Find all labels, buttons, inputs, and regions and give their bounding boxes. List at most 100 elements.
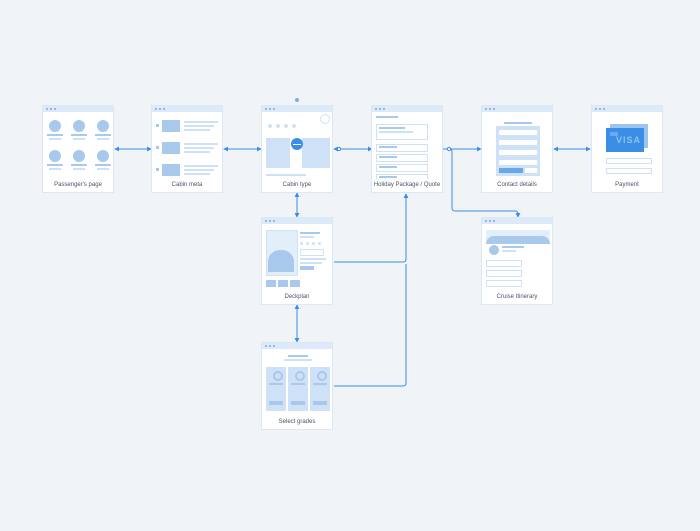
wireframe-shape xyxy=(317,371,327,381)
wireframe-shape xyxy=(266,138,290,168)
wireframe-shape xyxy=(486,270,522,277)
junction-dot xyxy=(336,146,342,152)
node-label: Holiday Package / Quote xyxy=(373,182,441,188)
window-bar xyxy=(43,106,113,112)
wireframe-shape xyxy=(300,232,320,234)
wireframe-shape xyxy=(73,120,85,132)
window-bar xyxy=(482,106,552,112)
node-payment[interactable]: VISA Payment xyxy=(591,105,663,193)
wireframe-shape xyxy=(499,130,537,135)
wireframe-shape xyxy=(268,250,294,272)
node-holiday-package[interactable]: Holiday Package / Quote xyxy=(371,105,443,193)
cabin-type-thumbnail xyxy=(262,112,332,179)
wireframe-shape xyxy=(269,383,283,385)
itinerary-thumbnail xyxy=(482,224,552,291)
connector-grades-holiday xyxy=(334,264,407,387)
wireframe-shape xyxy=(610,132,618,136)
wireframe-shape xyxy=(295,371,305,381)
window-bar xyxy=(262,343,332,349)
node-label: Passenger's page xyxy=(54,182,102,188)
wireframe-shape xyxy=(313,389,327,391)
wireframe-shape xyxy=(300,262,322,264)
wireframe-shape xyxy=(97,150,109,162)
node-label: Cruise Itinerary xyxy=(496,294,538,300)
wireframe-shape xyxy=(300,242,303,245)
wireframe-shape xyxy=(184,129,210,131)
wireframe-shape xyxy=(73,168,85,170)
wireframe-shape xyxy=(156,124,159,127)
connector-deckplan-holiday xyxy=(334,193,409,263)
wireframe-shape xyxy=(290,280,300,287)
node-passengers[interactable]: Passenger's page xyxy=(42,105,114,193)
wireframe-shape xyxy=(156,168,159,171)
wireframe-shape xyxy=(300,236,314,238)
node-label: Select grades xyxy=(278,419,316,425)
node-label: Cabin type xyxy=(282,182,312,188)
wireframe-shape xyxy=(184,165,218,167)
wireframe-shape xyxy=(499,140,537,145)
window-bar xyxy=(262,218,332,224)
passengers-thumbnail xyxy=(43,112,113,179)
cabin-meta-thumbnail xyxy=(152,112,222,179)
wireframe-shape xyxy=(606,158,652,164)
wireframe-shape xyxy=(499,150,537,155)
wireframe-shape xyxy=(376,144,428,152)
wireframe-shape xyxy=(312,242,315,245)
contact-thumbnail xyxy=(482,112,552,179)
node-select-grades[interactable]: Select grades xyxy=(261,342,333,430)
wireframe-shape xyxy=(284,359,312,361)
wireframe-shape xyxy=(486,260,522,267)
wireframe-shape xyxy=(266,280,276,287)
wireframe-shape xyxy=(291,389,305,391)
wireframe-shape xyxy=(376,154,428,162)
node-label: Cabin meta xyxy=(171,182,203,188)
wireframe-shape xyxy=(269,389,283,391)
wireframe-shape xyxy=(49,120,61,132)
wireframe-shape xyxy=(502,250,516,252)
holiday-thumbnail xyxy=(372,112,442,179)
node-cabin-type[interactable]: Cabin type xyxy=(261,105,333,193)
wireframe-shape xyxy=(300,266,314,270)
wireframe-shape xyxy=(379,146,397,148)
wireframe-shape xyxy=(320,114,330,124)
wireframe-shape xyxy=(47,134,63,136)
wireframe-shape xyxy=(379,166,397,168)
wireframe-shape xyxy=(266,174,306,176)
wireframe-shape xyxy=(73,150,85,162)
wireframe-shape xyxy=(184,147,214,149)
wireframe-shape xyxy=(95,134,111,136)
wireframe-shape xyxy=(284,124,288,128)
wireframe-shape xyxy=(49,168,61,170)
node-contact-details[interactable]: Contact details xyxy=(481,105,553,193)
node-cabin-meta[interactable]: Cabin meta xyxy=(151,105,223,193)
wireframe-shape xyxy=(97,120,109,132)
wireframe-shape xyxy=(300,249,324,256)
wireframe-shape xyxy=(376,116,398,118)
wireframe-shape xyxy=(156,146,159,149)
window-bar xyxy=(152,106,222,112)
wireframe-shape xyxy=(313,401,327,405)
wireframe-shape xyxy=(291,401,305,405)
wireframe-shape xyxy=(162,120,180,132)
window-bar xyxy=(592,106,662,112)
wireframe-shape xyxy=(379,131,413,133)
wireframe-shape xyxy=(71,164,87,166)
node-label: Payment xyxy=(615,182,639,188)
node-deckplan[interactable]: Deckplan xyxy=(261,217,333,305)
wireframe-shape xyxy=(292,124,296,128)
wireframe-shape xyxy=(269,393,279,395)
deckplan-thumbnail xyxy=(262,224,332,291)
wireframe-shape xyxy=(291,383,305,385)
wireframe-shape xyxy=(278,280,288,287)
wireframe-shape xyxy=(288,355,308,357)
wireframe-shape xyxy=(184,125,214,127)
node-label: Deckplan xyxy=(284,294,310,300)
wireframe-shape xyxy=(184,173,210,175)
anchor-dot xyxy=(295,98,299,102)
wireframe-shape xyxy=(499,160,537,165)
payment-thumbnail: VISA xyxy=(592,112,662,179)
connector-holiday-itinerary xyxy=(443,148,521,218)
node-cruise-itinerary[interactable]: Cruise Itinerary xyxy=(481,217,553,305)
